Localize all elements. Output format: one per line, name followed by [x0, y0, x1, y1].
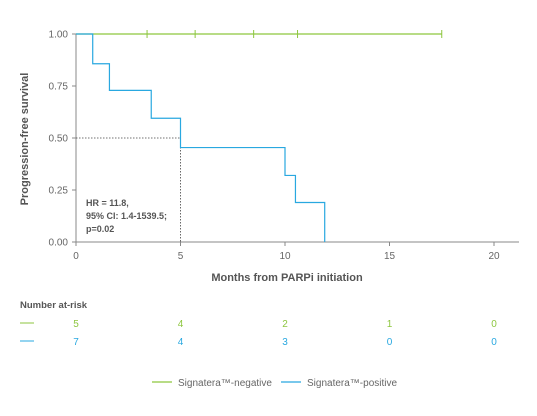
- y-tick-label: 0.75: [49, 82, 69, 93]
- x-tick-label: 15: [384, 251, 396, 262]
- y-axis-title: Progression-free survival: [19, 73, 31, 206]
- at-risk-count: 1: [387, 319, 393, 330]
- hazard-ratio-annotation: HR = 11.8, 95% CI: 1.4-1539.5; p=0.02: [86, 198, 167, 234]
- x-tick-label: 5: [178, 251, 184, 262]
- at-risk-title: Number at-risk: [20, 300, 88, 311]
- y-tick-label: 1.00: [49, 30, 69, 41]
- x-tick-label: 10: [279, 251, 291, 262]
- legend: Signatera™-negative Signatera™-positive: [152, 378, 397, 389]
- legend-label-positive: Signatera™-positive: [307, 378, 397, 389]
- annotation-line-1: HR = 11.8,: [86, 198, 129, 208]
- x-tick-label: 20: [488, 251, 500, 262]
- at-risk-count: 2: [282, 319, 288, 330]
- at-risk-count: 7: [73, 337, 79, 348]
- survival-curves: [76, 30, 443, 242]
- legend-label-negative: Signatera™-negative: [178, 378, 272, 389]
- at-risk-count: 0: [491, 337, 497, 348]
- median-guide: [76, 137, 181, 242]
- y-tick-label: 0.50: [49, 134, 69, 145]
- at-risk-count: 3: [282, 337, 288, 348]
- x-axis-title: Months from PARPi initiation: [211, 272, 363, 284]
- at-risk-count: 4: [178, 337, 184, 348]
- at-risk-count: 4: [178, 319, 184, 330]
- at-risk-count: 5: [73, 319, 79, 330]
- annotation-line-3: p=0.02: [86, 224, 114, 234]
- at-risk-count: 0: [491, 319, 497, 330]
- y-tick-label: 0.25: [49, 186, 69, 197]
- x-tick-label: 0: [73, 251, 79, 262]
- curve-signatera-positive: [76, 33, 326, 242]
- axis-ticks: 0 5 10 15 20 0.00 0.25 0.50 0.75 1.00: [49, 30, 500, 263]
- y-tick-label: 0.00: [49, 238, 69, 249]
- annotation-line-2: 95% CI: 1.4-1539.5;: [86, 211, 167, 221]
- at-risk-count: 0: [387, 337, 393, 348]
